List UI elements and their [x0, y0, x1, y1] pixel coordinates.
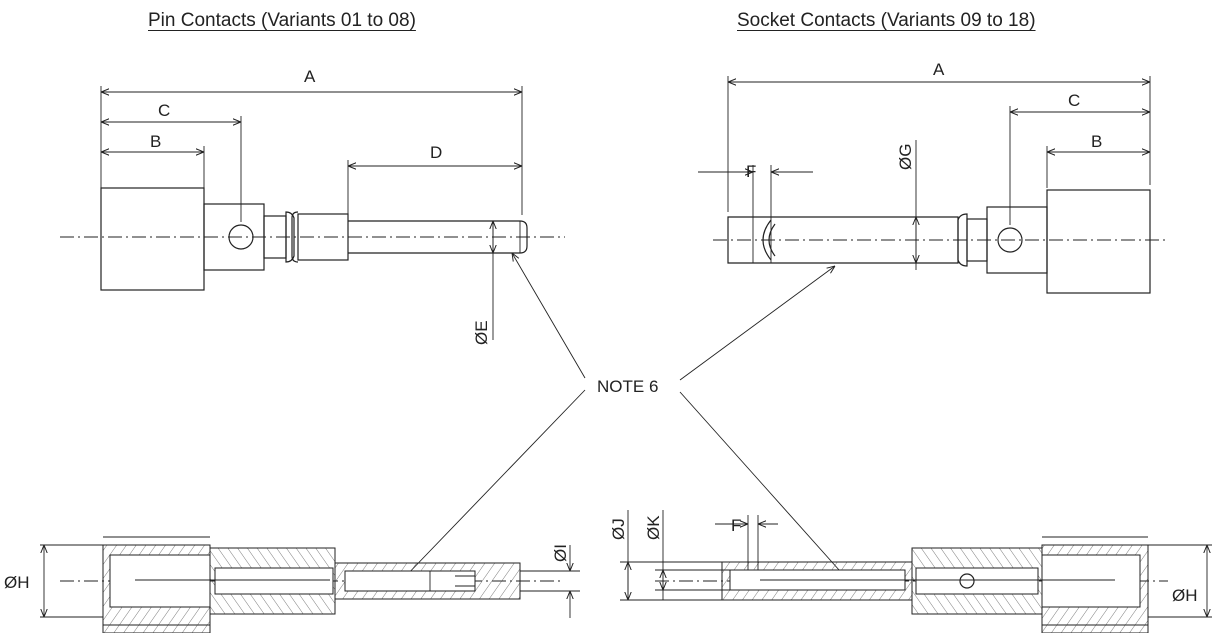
pin-section-dimension-i: [520, 545, 580, 618]
socket-dimension-a: [727, 76, 1151, 212]
socket-contacts-title: Socket Contacts (Variants 09 to 18): [737, 10, 1036, 31]
socket-section-dim-h-label: ØH: [1172, 586, 1198, 605]
socket-section-dimension-f: [715, 515, 778, 570]
note-6-label: NOTE 6: [597, 377, 658, 396]
socket-dim-c-label: C: [1068, 91, 1080, 110]
pin-dimension-a: [100, 86, 523, 215]
pin-contact-view: [60, 187, 565, 291]
socket-dim-f-label: F: [746, 162, 756, 181]
pin-dimension-b: [101, 146, 205, 188]
note-leaders: [402, 253, 848, 580]
socket-section-dim-j-label: ØJ: [609, 518, 628, 540]
socket-section-dimension-k: [655, 510, 730, 600]
socket-contact-view: [713, 189, 1168, 294]
socket-dim-b-label: B: [1091, 132, 1102, 151]
pin-section-dim-h-label: ØH: [4, 573, 30, 592]
pin-dim-e-label: ØE: [472, 320, 491, 345]
pin-dim-a-label: A: [304, 67, 316, 86]
pin-section-dim-i-label: ØI: [551, 544, 570, 562]
socket-dim-a-label: A: [933, 60, 945, 79]
pin-dim-d-label: D: [430, 143, 442, 162]
pin-dim-b-label: B: [150, 132, 161, 151]
pin-dimension-d: [347, 160, 522, 214]
socket-dimension-f: [698, 165, 813, 217]
socket-section-dimension-j: [620, 510, 722, 601]
pin-dimension-c: [101, 116, 242, 222]
socket-dimension-c: [1009, 106, 1150, 225]
socket-dimension-b: [1046, 146, 1150, 188]
pin-section-view: [60, 536, 560, 633]
socket-section-dimension-h: [1148, 544, 1212, 618]
socket-section-view: [655, 536, 1168, 633]
socket-section-dim-f-label: F: [731, 516, 741, 535]
pin-contacts-title: Pin Contacts (Variants 01 to 08): [148, 10, 416, 31]
pin-dim-c-label: C: [158, 101, 170, 120]
socket-dim-g-label: ØG: [896, 144, 915, 170]
pin-section-dimension-h: [40, 544, 103, 618]
socket-section-dim-k-label: ØK: [644, 515, 663, 540]
